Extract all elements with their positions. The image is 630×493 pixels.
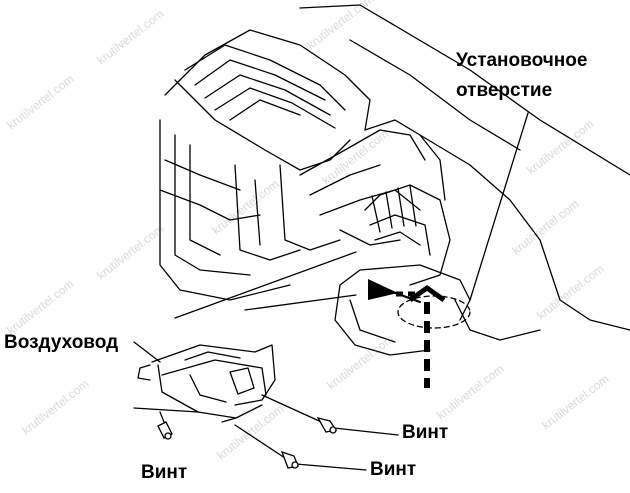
heater-unit-housing [159, 29, 446, 301]
screw-label-right-lower: Винт [370, 459, 417, 480]
mounting-hole-label-line1: Установочное [456, 50, 588, 71]
screw-label-left: Винт [141, 462, 188, 483]
screw-icon [316, 416, 338, 434]
screw-leaders [159, 394, 399, 471]
screw-icon [280, 450, 299, 469]
screws [157, 416, 338, 469]
screw-label-right-upper: Винт [402, 422, 449, 443]
duct-leader-lines [174, 251, 357, 319]
blower-intake [334, 184, 471, 356]
air-duct-label: Воздуховод [4, 332, 119, 353]
air-duct-component [133, 341, 276, 423]
screw-icon [157, 421, 173, 440]
mounting-hole-label-line2: отверстие [456, 80, 553, 101]
mounting-hole-label: Установочное отверстие [456, 46, 587, 106]
insertion-arrow [368, 279, 446, 388]
